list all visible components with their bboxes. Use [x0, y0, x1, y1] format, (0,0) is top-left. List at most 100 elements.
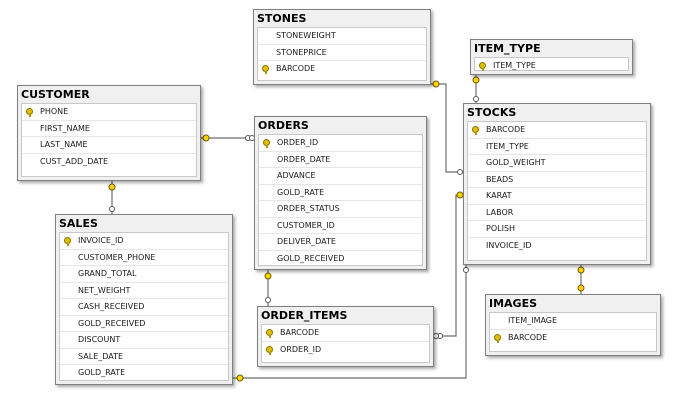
field-row[interactable]: ORDER_ID: [259, 135, 422, 152]
field-row[interactable]: KARAT: [468, 188, 646, 205]
rel-sales-stocks: [233, 264, 467, 379]
field-row[interactable]: DISCOUNT: [60, 332, 228, 349]
many-end-icon: [109, 206, 115, 212]
table-stones[interactable]: STONES STONEWEIGHT STONEPRICE BARCODE: [253, 9, 431, 85]
primary-key-icon: [472, 126, 479, 135]
field-row[interactable]: BARCODE: [468, 122, 646, 139]
field-row[interactable]: ORDER_STATUS: [259, 201, 422, 218]
field-row[interactable]: LAST_NAME: [22, 137, 196, 154]
field-row[interactable]: DELIVER_DATE: [259, 234, 422, 251]
field-label: BARCODE: [280, 328, 320, 337]
field-label: GOLD_WEIGHT: [486, 158, 546, 167]
field-row[interactable]: ITEM_IMAGE: [490, 313, 656, 330]
field-row[interactable]: SALE_DATE: [60, 349, 228, 365]
many-end-icon: [265, 297, 271, 303]
table-title: STONES: [257, 12, 307, 25]
field-label: BARCODE: [276, 64, 316, 73]
field-row[interactable]: BARCODE: [262, 325, 429, 342]
field-row[interactable]: CUSTOMER_ID: [259, 218, 422, 234]
field-label: ORDER_ID: [280, 344, 322, 354]
key-end-icon: [236, 374, 244, 382]
key-end-icon: [472, 76, 480, 84]
field-label: ORDER_ID: [277, 138, 319, 147]
field-row[interactable]: ITEM_TYPE: [475, 58, 628, 74]
field-label: BEADS: [486, 174, 514, 184]
field-row[interactable]: STONEWEIGHT: [258, 28, 426, 45]
field-row[interactable]: CUST_ADD_DATE: [22, 154, 196, 170]
field-label: LAST_NAME: [40, 140, 88, 149]
primary-key-icon: [26, 108, 33, 117]
field-label: GOLD_RECEIVED: [277, 253, 345, 263]
field-row[interactable]: GOLD_RECEIVED: [259, 251, 422, 267]
field-label: KARAT: [486, 191, 512, 200]
field-row[interactable]: ORDER_ID: [262, 342, 429, 358]
field-label: CUST_ADD_DATE: [40, 156, 109, 166]
table-sales[interactable]: SALES INVOICE_ID CUSTOMER_PHONE GRAND_TOTA…: [55, 214, 233, 385]
key-end-icon: [577, 266, 585, 274]
field-list: INVOICE_ID CUSTOMER_PHONE GRAND_TOTAL NET_W…: [59, 232, 229, 381]
table-item-type[interactable]: ITEM_TYPE ITEM_TYPE: [470, 39, 633, 75]
field-row[interactable]: BEADS: [468, 172, 646, 188]
field-row[interactable]: STONEPRICE: [258, 45, 426, 61]
many-end-icon: [463, 267, 469, 273]
key-end-icon: [264, 272, 272, 280]
field-list: BARCODE ORDER_ID: [261, 324, 430, 363]
field-list: PHONE FIRST_NAME LAST_NAME CUST_ADD_DATE: [21, 103, 197, 177]
field-row[interactable]: INVOICE_ID: [468, 238, 646, 254]
many-end-icon: [473, 96, 479, 102]
table-title: ORDERS: [258, 119, 309, 132]
field-label: SALE_DATE: [78, 351, 124, 361]
primary-key-icon: [494, 333, 501, 343]
field-row[interactable]: LABOR: [468, 205, 646, 221]
field-label: GOLD_RATE: [78, 368, 126, 377]
field-row[interactable]: GOLD_WEIGHT: [468, 155, 646, 172]
table-images[interactable]: IMAGES ITEM_IMAGE BARCODE: [485, 294, 661, 356]
field-row[interactable]: ORDER_DATE: [259, 152, 422, 168]
field-label: STONEPRICE: [276, 47, 327, 57]
key-end-icon: [108, 183, 116, 191]
rel-stocks-orderitems: [434, 194, 465, 337]
field-row[interactable]: GOLD_RECEIVED: [60, 316, 228, 332]
field-label: CUSTOMER_PHONE: [78, 252, 156, 262]
primary-key-icon: [266, 329, 273, 338]
field-row[interactable]: GRAND_TOTAL: [60, 266, 228, 283]
field-row[interactable]: INVOICE_ID: [60, 233, 228, 250]
field-label: CASH_RECEIVED: [78, 302, 145, 311]
field-row[interactable]: BARCODE: [490, 330, 656, 346]
table-title: SALES: [59, 217, 98, 230]
table-title: STOCKS: [467, 106, 517, 119]
field-label: INVOICE_ID: [78, 236, 124, 245]
field-row[interactable]: GOLD_RATE: [60, 365, 228, 381]
field-label: ITEM_TYPE: [493, 61, 536, 70]
field-row[interactable]: ITEM_TYPE: [468, 139, 646, 155]
field-row[interactable]: PHONE: [22, 104, 196, 121]
field-list: ITEM_TYPE: [474, 57, 629, 71]
field-label: CUSTOMER_ID: [277, 220, 335, 230]
field-row[interactable]: ADVANCE: [259, 168, 422, 185]
field-row[interactable]: CUSTOMER_PHONE: [60, 250, 228, 266]
field-row[interactable]: BARCODE: [258, 61, 426, 77]
table-order-items[interactable]: ORDER_ITEMS BARCODE ORDER_ID: [257, 306, 434, 367]
primary-key-icon: [479, 62, 486, 71]
field-row[interactable]: CASH_RECEIVED: [60, 299, 228, 316]
table-title: ORDER_ITEMS: [261, 309, 348, 322]
primary-key-icon: [266, 345, 273, 355]
many-end-icon: [433, 333, 439, 339]
table-title: IMAGES: [489, 297, 538, 310]
field-row[interactable]: GOLD_RATE: [259, 185, 422, 201]
field-row[interactable]: NET_WEIGHT: [60, 283, 228, 299]
field-label: FIRST_NAME: [40, 123, 90, 133]
field-label: NET_WEIGHT: [78, 285, 131, 295]
field-list: ITEM_IMAGE BARCODE: [489, 312, 657, 352]
field-row[interactable]: POLISH: [468, 221, 646, 238]
field-label: DELIVER_DATE: [277, 237, 336, 246]
field-label: POLISH: [486, 224, 516, 233]
field-row[interactable]: FIRST_NAME: [22, 121, 196, 137]
field-label: BARCODE: [508, 332, 548, 342]
